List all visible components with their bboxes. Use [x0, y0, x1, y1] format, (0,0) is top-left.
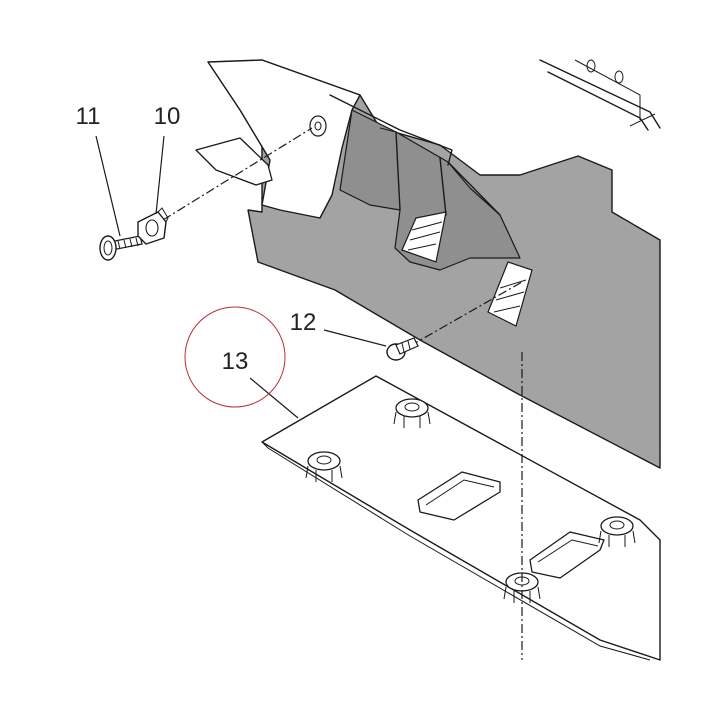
panel-foot-fold: [195, 137, 273, 186]
callout-12: 12: [290, 309, 317, 336]
vent-slot-right: [487, 261, 533, 327]
screw-part-12: [386, 337, 419, 361]
background-bracket: [539, 59, 661, 131]
callout-10: 10: [154, 103, 181, 130]
cover-grommet-2: [305, 451, 343, 482]
callout-leaders: [95, 135, 387, 419]
screw-part-11: [99, 235, 143, 261]
panel-mounting-hole: [309, 115, 327, 137]
callout-13-highlight-circle: [184, 306, 286, 408]
clip-nut-part-10: [137, 207, 169, 245]
upper-panel-assembly: [195, 59, 661, 469]
callout-13: 13: [222, 348, 249, 375]
cover-grommet-3: [598, 516, 636, 547]
vent-slot-left: [401, 211, 447, 263]
callout-11: 11: [76, 103, 101, 130]
cover-grommet-1: [393, 398, 431, 428]
assembly-center-lines: [162, 127, 523, 660]
